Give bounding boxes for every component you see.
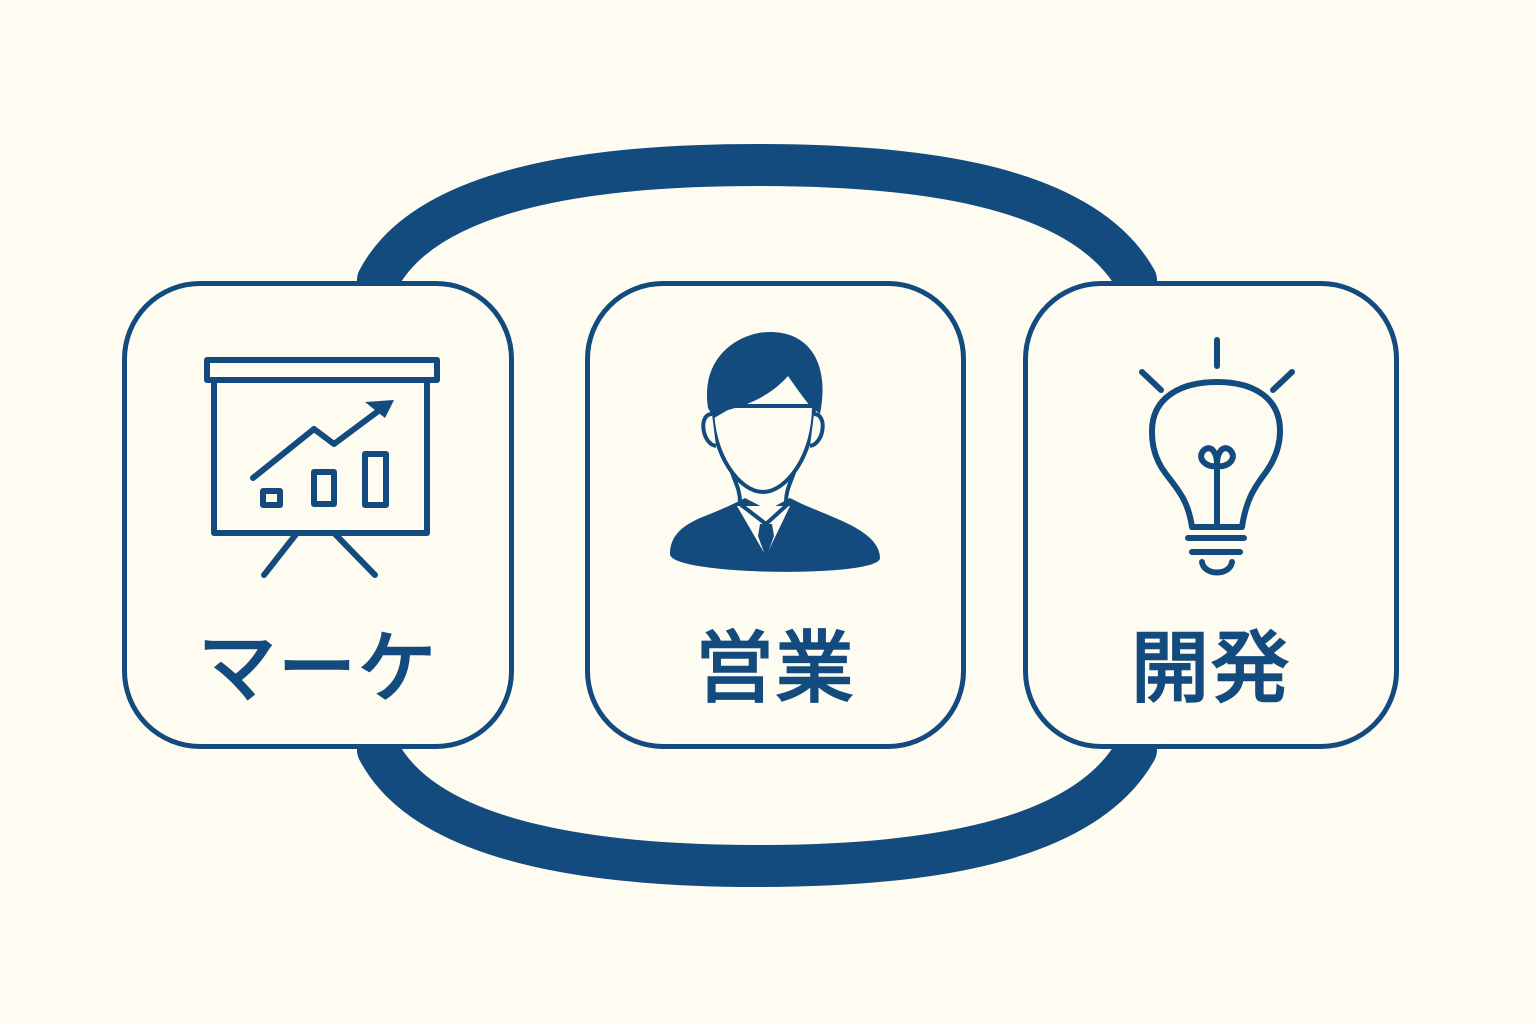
lightbulb-icon xyxy=(1139,337,1295,576)
card-sales: 営業 xyxy=(585,281,966,749)
department-label-sales: 営業 xyxy=(695,624,856,714)
card-marketing: マーケ xyxy=(122,281,514,749)
presentation-chart-icon xyxy=(204,357,440,578)
department-label-marketing: マーケ xyxy=(197,624,438,714)
department-label-development: 開発 xyxy=(1130,624,1291,714)
card-development: 開発 xyxy=(1023,281,1399,749)
businessman-icon xyxy=(670,332,880,572)
